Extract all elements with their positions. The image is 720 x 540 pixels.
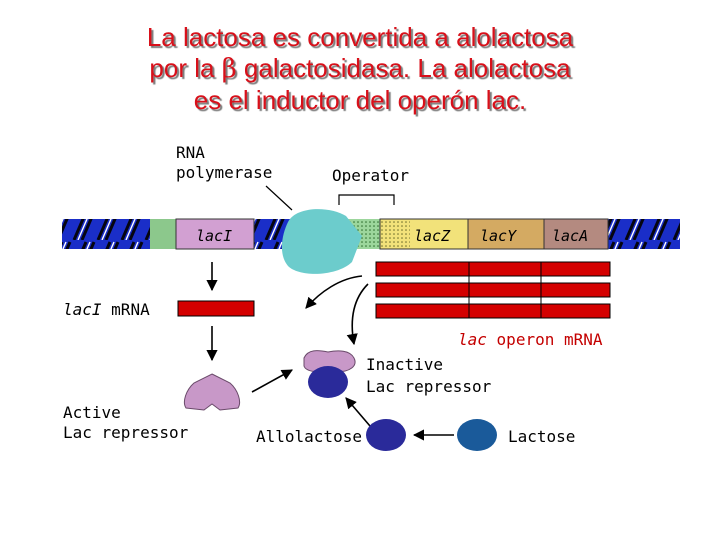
dna-strand: lacI lacZ lacY lacA bbox=[62, 218, 680, 250]
slide-title: La lactosa es convertida a alolactosa po… bbox=[0, 22, 720, 116]
title-line-2-end: galactosidasa. La alolactosa bbox=[236, 53, 571, 83]
beta-symbol: β bbox=[221, 54, 237, 84]
title-line-2-start: por la bbox=[149, 53, 222, 83]
inactive-repressor-label-line2: Lac repressor bbox=[366, 377, 492, 396]
operon-mrna bbox=[375, 261, 611, 319]
laci-mrna-label: lacI mRNA bbox=[63, 300, 150, 319]
allolactose-binding-arrow bbox=[345, 397, 371, 427]
allolactose-molecule bbox=[366, 419, 406, 451]
active-repressor-label-line1: Active bbox=[63, 403, 121, 422]
operator-label: Operator bbox=[332, 166, 409, 185]
laci-gene bbox=[175, 218, 255, 250]
operon-mrna-text: operon mRNA bbox=[497, 330, 603, 349]
rna-polymerase-pointer bbox=[265, 185, 293, 211]
operon-mrna-gene: lac bbox=[458, 330, 487, 349]
rna-polymerase-label-line1: RNA bbox=[176, 143, 205, 162]
repressor-inactivation-arrow bbox=[251, 369, 293, 393]
operon-mrna-label: lac operon mRNA bbox=[458, 330, 603, 349]
repressor-release-arrow bbox=[346, 283, 369, 346]
rna-polymerase-label-line2: polymerase bbox=[176, 163, 272, 182]
laci-mrna-gene: lacI bbox=[63, 300, 102, 319]
promoter-region bbox=[150, 219, 176, 249]
lacy-gene-label: lacY bbox=[480, 227, 517, 245]
laca-gene-label: lacA bbox=[552, 227, 588, 245]
bound-allolactose bbox=[308, 366, 348, 398]
laci-gene-label: lacI bbox=[196, 227, 232, 245]
lactose-molecule bbox=[457, 419, 497, 451]
laci-mrna-bar bbox=[177, 300, 255, 317]
lacz-dots bbox=[380, 219, 410, 249]
operon-mrna-bar-2 bbox=[375, 282, 611, 298]
inactive-repressor-label-line1: Inactive bbox=[366, 355, 443, 374]
rna-polymerase-shape bbox=[281, 209, 362, 274]
operator-bracket bbox=[338, 194, 395, 205]
operon-mrna-bar-3 bbox=[375, 303, 611, 319]
lacz-gene-label: lacZ bbox=[414, 227, 451, 245]
active-repressor-shape bbox=[183, 373, 241, 411]
title-line-3: es el inductor del operón lac. bbox=[193, 85, 527, 115]
operon-mrna-bar-1 bbox=[375, 261, 611, 277]
lactose-label: Lactose bbox=[508, 427, 575, 446]
active-repressor-label-line2: Lac repressor bbox=[63, 423, 189, 442]
laca-gene bbox=[543, 218, 609, 250]
operator-release-arrow bbox=[305, 275, 363, 309]
allolactose-label: Allolactose bbox=[256, 427, 362, 446]
title-line-2: por la β galactosidasa. La alolactosa bbox=[0, 53, 720, 85]
title-line-1: La lactosa es convertida a alolactosa bbox=[146, 22, 574, 52]
laci-mrna-text: mRNA bbox=[111, 300, 150, 319]
